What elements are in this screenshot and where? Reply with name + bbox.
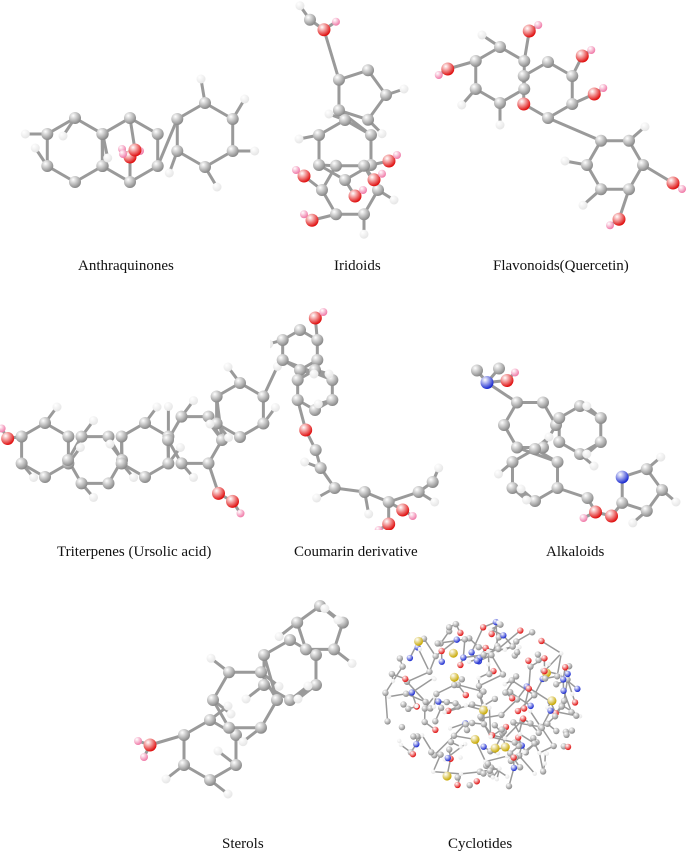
- caption-sterols: Sterols: [222, 836, 264, 852]
- triterpenes-molecule: [0, 362, 282, 518]
- coumarin-molecule: [270, 308, 444, 530]
- panel-iridoids: Iridoids: [290, 0, 420, 290]
- caption-cyclotides: Cyclotides: [448, 836, 513, 852]
- panel-flavonoids: Flavonoids(Quercetin): [430, 0, 692, 290]
- caption-anthraquinones: Anthraquinones: [78, 258, 174, 274]
- sterols-molecule: [134, 600, 357, 799]
- caption-iridoids: Iridoids: [334, 258, 381, 274]
- caption-flavonoids: Flavonoids(Quercetin): [493, 258, 629, 274]
- panel-coumarin: Coumarin derivative: [270, 300, 470, 570]
- caption-triterpenes: Triterpenes (Ursolic acid): [57, 544, 212, 560]
- caption-coumarin: Coumarin derivative: [294, 544, 418, 560]
- panel-sterols: Sterols: [130, 580, 380, 858]
- panel-anthraquinones: Anthraquinones: [0, 0, 280, 290]
- flavonoids-molecule: [434, 21, 686, 230]
- anthraquinones-molecule: [20, 74, 260, 192]
- caption-alkaloids: Alkaloids: [546, 544, 605, 560]
- panel-alkaloids: Alkaloids: [460, 300, 692, 570]
- iridoids-molecule: [292, 1, 409, 239]
- panel-cyclotides: Cyclotides: [365, 580, 600, 858]
- panel-triterpenes: Triterpenes (Ursolic acid): [0, 300, 290, 570]
- cyclotides-molecule: [382, 618, 583, 790]
- alkaloids-molecule: [471, 362, 681, 528]
